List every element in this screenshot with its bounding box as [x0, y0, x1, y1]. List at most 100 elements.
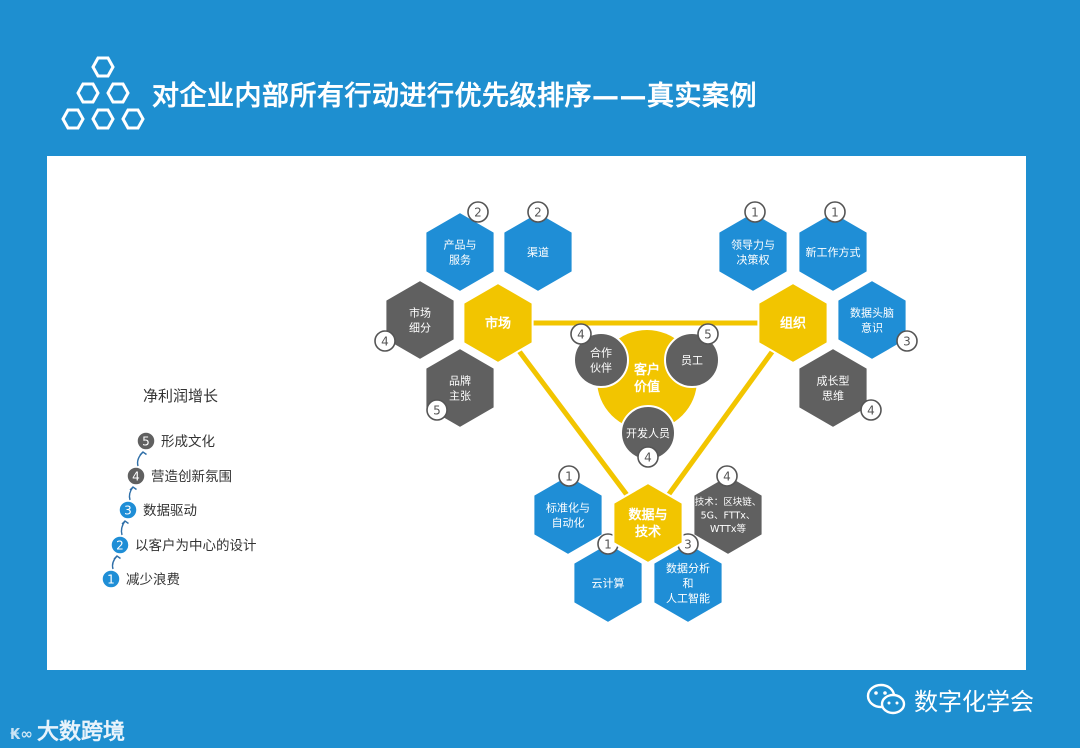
- legend-step-circle: [118, 500, 138, 520]
- org-item-2-line-1: 新工作方式: [806, 245, 861, 259]
- tech-item-1-line-2: 自动化: [552, 515, 585, 529]
- market-item-2-hex: [502, 210, 574, 294]
- center-node-1-label-line-2: 伙伴: [590, 361, 612, 374]
- org-item-2-badge: 1: [831, 205, 839, 219]
- org-item-4-badge-circle: [860, 399, 882, 421]
- tech-item-3-hex: [572, 541, 644, 625]
- market-item-1-badge-circle: [467, 201, 489, 223]
- wechat-icon: [866, 683, 906, 714]
- center-node-1-label-line-1: 合作: [590, 345, 612, 359]
- tech-item-2-line-2: 5G、FTTx、: [701, 510, 756, 521]
- market-item-1-line-1: 产品与: [444, 237, 477, 251]
- tech-item-1-badge-circle: [558, 465, 580, 487]
- legend-step-number: 3: [124, 503, 132, 517]
- center-node-1-badge: 4: [577, 327, 585, 341]
- org-item-1-line-1: 领导力与: [731, 238, 775, 251]
- tech-item-2-hex: [692, 473, 764, 557]
- legend-step-number: 5: [142, 434, 150, 448]
- customer-value-label-line-1: 客户: [634, 362, 660, 378]
- legend-step-1: 1 减少浪费: [101, 569, 180, 589]
- market-item-3-line-1: 市场: [409, 305, 431, 319]
- org-item-4-hex: [797, 346, 869, 430]
- legend-step-label: 形成文化: [161, 434, 215, 450]
- center-node-3: 开发人员 4: [620, 405, 676, 468]
- center-node-circle: [573, 332, 629, 388]
- legend-arrow-head-1: [139, 451, 147, 456]
- legend-step-circle: [110, 535, 130, 555]
- tech-hub-line-2: 技术: [635, 524, 661, 540]
- legend-step-5: 5 形成文化: [136, 431, 215, 451]
- legend-step-number: 4: [132, 469, 140, 483]
- center-node-2-label-line-1: 员工: [681, 354, 703, 367]
- market-item-4-badge-circle: [426, 399, 448, 421]
- center-node-2-badge-circle: [697, 323, 719, 345]
- org-hub: 组织: [757, 281, 829, 365]
- market-item-2-badge-circle: [527, 201, 549, 223]
- tech-item-1-badge: 1: [565, 469, 573, 483]
- legend-step-4: 4 营造创新氛围: [126, 466, 232, 486]
- center-node-2: 员工5: [664, 323, 720, 388]
- org-item-1-badge-circle: [744, 201, 766, 223]
- tech-item-2-line-3: WTTx等: [710, 523, 746, 535]
- page-title: 对企业内部所有行动进行优先级排序——真实案例: [152, 81, 757, 112]
- priority-diagram: 客户价值合作伙伴4员工5开发人员4产品与服务2渠道2市场细分4品牌主张5市场领导…: [101, 201, 918, 625]
- legend-arrow-head-4: [113, 555, 121, 560]
- tech-item-3-badge: 1: [604, 537, 612, 551]
- legend-step-circle: [136, 431, 156, 451]
- market-item-3-badge: 4: [381, 334, 389, 348]
- center-node-3-label-line-1: 开发人员: [626, 426, 670, 440]
- triangle-edge-2: [645, 321, 796, 525]
- legend-arrow-head-3: [121, 520, 129, 525]
- tech-item-4-line-1: 数据分析: [666, 561, 710, 575]
- legend-step-label: 数据驱动: [143, 503, 197, 519]
- market-hub-line-1: 市场: [485, 316, 511, 332]
- legend-step-circle: [126, 466, 146, 486]
- center-node-circle: [664, 332, 720, 388]
- market-item-2: 渠道2: [502, 201, 574, 294]
- market-item-1-badge: 2: [474, 205, 482, 219]
- tech-item-1-hex: [532, 473, 604, 557]
- market-item-1-hex: [424, 210, 496, 294]
- market-item-3-hex: [384, 278, 456, 362]
- brand-logo-icon: ₭∞: [10, 725, 33, 743]
- org-item-4-badge: 4: [867, 403, 875, 417]
- center-node-3-badge: 4: [644, 450, 652, 464]
- market-item-2-line-1: 渠道: [527, 245, 549, 259]
- footer-brand: ₭∞大数跨境: [10, 714, 125, 746]
- org-item-3-badge-circle: [896, 330, 918, 352]
- hexagon-logo-icon: [61, 56, 145, 130]
- triangle-edge-3: [496, 321, 650, 525]
- legend-step-number: 1: [107, 572, 115, 586]
- org-item-4-line-1: 成长型: [817, 373, 850, 387]
- org-item-2-badge-circle: [824, 201, 846, 223]
- org-item-2-hex: [797, 210, 869, 294]
- org-item-4-line-2: 思维: [822, 389, 844, 402]
- org-item-3-badge: 3: [903, 334, 911, 348]
- market-hub-hex: [462, 281, 534, 365]
- legend-step-label: 营造创新氛围: [151, 469, 232, 485]
- tech-item-4-line-2: 和: [683, 577, 694, 590]
- legend-step-3: 3 数据驱动: [118, 500, 197, 520]
- org-item-3-line-2: 意识: [861, 320, 883, 334]
- org-item-3-hex: [836, 278, 908, 362]
- wechat-account: 数字化学会: [866, 682, 1034, 717]
- tech-item-4-line-3: 人工智能: [666, 591, 710, 605]
- center-node-3-badge-circle: [637, 446, 659, 468]
- market-hub: 市场: [462, 281, 534, 365]
- legend-step-label: 减少浪费: [126, 572, 180, 588]
- center-node-2-badge: 5: [704, 327, 712, 341]
- org-hub-hex: [757, 281, 829, 365]
- market-item-3-line-2: 细分: [409, 321, 431, 334]
- org-item-2: 新工作方式 1: [797, 201, 869, 294]
- footer-brand-text: 大数跨境: [36, 720, 125, 745]
- tech-item-3-line-1: 云计算: [592, 576, 625, 590]
